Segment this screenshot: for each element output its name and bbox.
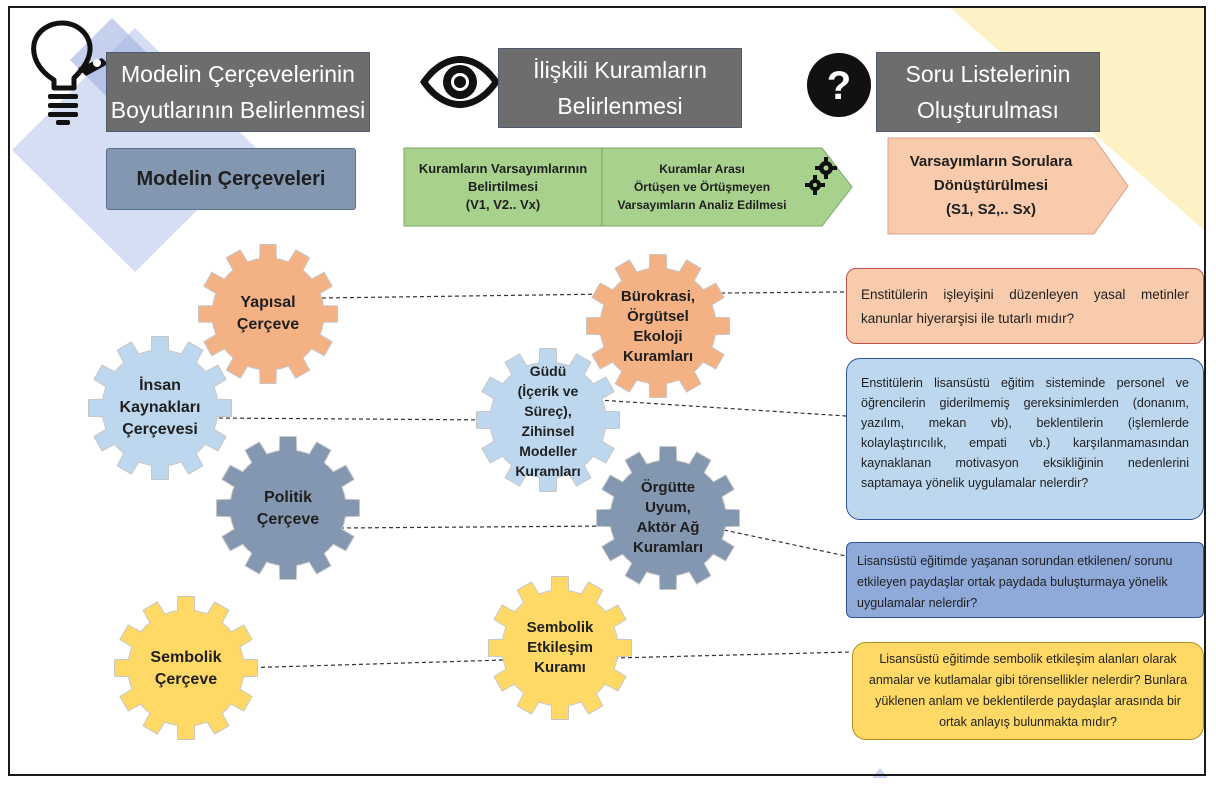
model-frames-label: Modelin Çerçeveleri	[106, 148, 356, 210]
analysis-step: Kuramlar Arası Örtüşen ve Örtüşmeyen Var…	[617, 162, 787, 212]
question-symbolic: Lisansüstü eğitimde sembolik etkileşim a…	[852, 642, 1204, 740]
question-stakeholders: Lisansüstü eğitimde yaşanan sorundan etk…	[846, 542, 1204, 618]
connector-political	[339, 525, 611, 529]
gears-icon	[805, 157, 837, 195]
theory-adaptation: Örgütte Uyum, Aktör Ağ Kuramları	[632, 479, 704, 556]
model-frames-header: Modelin Çerçevelerinin Boyutlarının Beli…	[106, 52, 370, 132]
gear-adaptation	[596, 446, 740, 590]
outer-frame	[8, 6, 1206, 776]
connector-human-resources	[211, 417, 501, 421]
gear-symbolic-interaction	[488, 576, 632, 720]
theory-motivation: Güdü (İçerik ve Süreç), Zihinsel Modelle…	[515, 363, 581, 479]
frame-structural: Yapısal Çerçeve	[236, 294, 300, 333]
lightbulb-icon	[31, 20, 108, 125]
eye-icon	[420, 56, 500, 108]
gear-human-resources	[88, 336, 232, 480]
svg-text:?: ?	[827, 64, 851, 108]
assumptions-step: Kuramların Varsayımlarının Belirtilmesi …	[418, 161, 588, 212]
frame-symbolic: Sembolik Çerçeve	[150, 649, 222, 688]
gear-motivation	[476, 348, 620, 492]
connector-symbolic	[239, 659, 505, 669]
gear-symbolic	[114, 596, 258, 740]
question-lists-header: Soru Listelerinin Oluşturulması	[876, 52, 1100, 132]
question-motivation: Enstitülerin lisansüstü eğitim sistemind…	[846, 358, 1204, 520]
related-theories-header: İlişkili Kuramların Belirlenmesi	[498, 48, 742, 128]
gear-political	[216, 436, 360, 580]
theory-bureaucracy: Bürokrasi, Örgütsel Ekoloji Kuramları	[620, 288, 696, 365]
frame-political: Politik Çerçeve	[256, 489, 320, 528]
gear-structural	[198, 244, 338, 384]
connector-symbolic-question	[613, 651, 853, 659]
question-legal: Enstitülerin işleyişini düzenleyen yasal…	[846, 268, 1204, 344]
question-icon: ?	[807, 53, 871, 117]
theory-symbolic-interaction: Sembolik Etkileşim Kuramı	[526, 619, 594, 676]
gear-bureaucracy	[586, 254, 730, 398]
conversion-step: Varsayımların Sorulara Dönüştürülmesi (S…	[909, 153, 1073, 218]
frame-human-resources: İnsan Kaynakları Çerçevesi	[119, 377, 201, 438]
